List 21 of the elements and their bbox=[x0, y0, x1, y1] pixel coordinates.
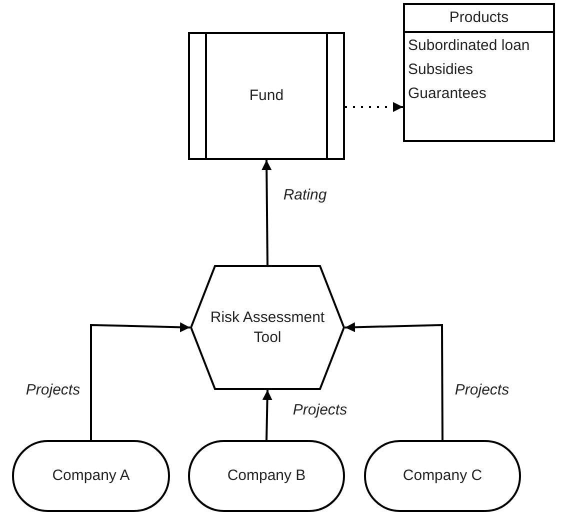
list-box bbox=[403, 3, 555, 142]
list-header: Products bbox=[405, 5, 553, 33]
node-label: Company A bbox=[51, 466, 131, 486]
list-item: Guarantees bbox=[407, 84, 488, 104]
arrow bbox=[345, 102, 403, 112]
arrow bbox=[262, 160, 272, 266]
edge-label: Projects bbox=[290, 402, 350, 418]
list-item: Subordinated loan bbox=[407, 36, 531, 56]
node-label: Fund bbox=[248, 86, 285, 106]
decision-hexagon bbox=[190, 265, 345, 390]
arrow bbox=[90, 322, 190, 440]
node-label: Risk Assessment Tool bbox=[209, 308, 326, 347]
list-item: Subsidies bbox=[407, 60, 474, 80]
arrow bbox=[262, 390, 272, 440]
edge-label: Projects bbox=[24, 382, 82, 398]
node-label: Company C bbox=[402, 466, 484, 486]
arrow bbox=[344, 322, 444, 440]
node-label: Company B bbox=[226, 466, 307, 486]
edge-label: Rating bbox=[281, 186, 329, 204]
edge-label: Projects bbox=[452, 382, 512, 398]
process-box bbox=[188, 32, 345, 160]
